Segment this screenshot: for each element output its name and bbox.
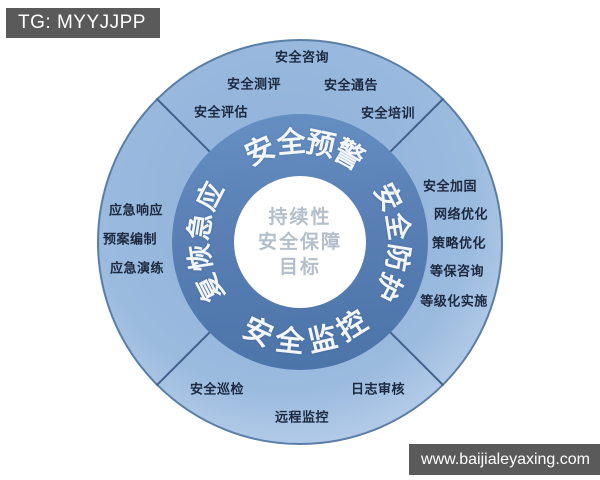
outer-label-left-0: 应急响应	[108, 202, 164, 218]
segment-label-left-char: 急	[183, 210, 218, 242]
watermark-telegram-badge: TG: MYYJJPP	[6, 8, 160, 38]
outer-label-right-2: 策略优化	[431, 235, 487, 251]
center-goal-line: 安全保障	[257, 231, 342, 253]
watermark-website-badge: www.baijialeyaxing.com	[409, 444, 600, 475]
outer-label-right-0: 安全加固	[422, 178, 478, 194]
outer-label-top-1: 安全测评	[226, 76, 282, 92]
outer-label-right-3: 等保咨询	[429, 263, 485, 279]
outer-label-top-2: 安全通告	[323, 77, 379, 93]
outer-label-bottom-1: 日志审核	[350, 381, 406, 397]
outer-label-top-4: 安全培训	[360, 105, 416, 121]
outer-label-bottom-2: 远程监控	[274, 409, 330, 425]
outer-label-right-1: 网络优化	[433, 206, 489, 222]
outer-label-left-2: 应急演练	[109, 260, 165, 276]
watermark-telegram-text: TG: MYYJJPP	[18, 12, 146, 33]
outer-label-left-1: 预案编制	[102, 231, 158, 247]
outer-label-top-0: 安全咨询	[274, 49, 330, 65]
outer-label-right-4: 等级化实施	[420, 293, 488, 309]
center-goal-circle: 持续性 安全保障 目标	[234, 176, 366, 308]
center-goal-line: 目标	[278, 256, 321, 278]
outer-label-top-3: 安全评估	[193, 104, 249, 120]
segment-label-bottom-char: 全	[273, 324, 306, 359]
watermark-website-text: www.baijialeyaxing.com	[421, 450, 590, 468]
center-goal-line: 持续性	[268, 206, 332, 228]
outer-label-bottom-0: 安全巡检	[189, 381, 245, 397]
